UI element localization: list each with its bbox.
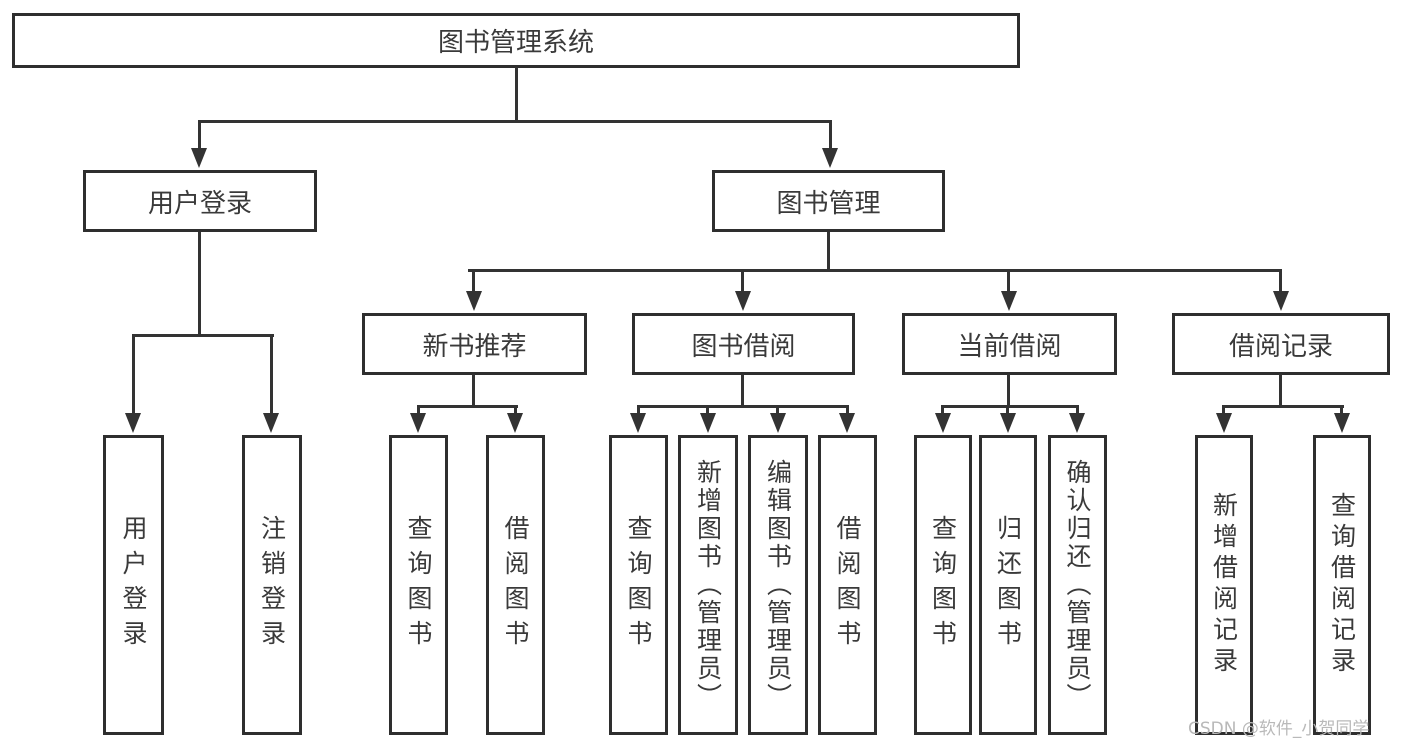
connector-stem xyxy=(417,405,420,415)
leaf-add-borrow-record-label: 新增借阅记录 xyxy=(1209,492,1239,678)
connector-stem-currentborrow xyxy=(1007,269,1010,293)
leaf-borrow-books: 借阅图书 xyxy=(818,435,877,735)
arrow-down-icon xyxy=(1000,413,1016,433)
leaf-return-books-label: 归还图书 xyxy=(993,515,1023,655)
leaf-query-books-borrowing: 查询图书 xyxy=(609,435,668,735)
connector-stem xyxy=(1006,405,1009,415)
arrow-down-icon xyxy=(822,148,838,168)
connector-stem xyxy=(1222,405,1225,415)
arrow-down-icon xyxy=(1001,291,1017,311)
node-user-login: 用户登录 xyxy=(83,170,317,232)
leaf-edit-books-admin: 编辑图书（管理员） xyxy=(748,435,808,735)
node-book-management-label: 图书管理 xyxy=(776,188,881,219)
connector-stem-leaf-logout xyxy=(270,334,273,415)
connector-stem xyxy=(514,405,517,415)
leaf-query-books-borrowing-label: 查询图书 xyxy=(624,515,653,655)
node-book-borrowing-label: 图书借阅 xyxy=(691,331,796,362)
node-user-login-label: 用户登录 xyxy=(147,188,252,219)
connector-stem xyxy=(706,405,709,415)
connector-groupB-vline xyxy=(741,374,744,408)
arrow-down-icon xyxy=(125,413,141,433)
node-root-label: 图书管理系统 xyxy=(437,28,594,58)
connector-groupD-vline xyxy=(1279,374,1282,408)
node-new-book-recommendation: 新书推荐 xyxy=(362,313,587,375)
node-borrowing-records: 借阅记录 xyxy=(1172,313,1390,375)
connector-bookmgmt-hline xyxy=(468,269,1282,272)
node-book-management: 图书管理 xyxy=(712,170,945,232)
leaf-borrow-books-recommend-label: 借阅图书 xyxy=(501,515,530,655)
leaf-user-login-label: 用户登录 xyxy=(119,515,148,655)
leaf-borrow-books-label: 借阅图书 xyxy=(833,515,862,655)
node-book-borrowing: 图书借阅 xyxy=(632,313,855,375)
leaf-edit-books-admin-label: 编辑图书（管理员） xyxy=(763,459,793,711)
connector-bookmgmt-vline xyxy=(827,232,830,272)
connector-stem xyxy=(637,405,640,415)
leaf-query-books-current-label: 查询图书 xyxy=(928,515,958,655)
leaf-confirm-return-admin: 确认归还（管理员） xyxy=(1048,435,1107,735)
connector-root-vline xyxy=(515,67,518,122)
node-current-borrowing-label: 当前借阅 xyxy=(957,331,1062,362)
arrow-down-icon xyxy=(410,413,426,433)
arrow-down-icon xyxy=(770,413,786,433)
leaf-query-books-recommend: 查询图书 xyxy=(389,435,448,735)
arrow-down-icon xyxy=(191,148,207,168)
leaf-query-borrow-record-label: 查询借阅记录 xyxy=(1327,492,1357,678)
connector-stem-user-login xyxy=(198,120,201,150)
connector-groupC-vline xyxy=(1007,374,1010,408)
leaf-user-login: 用户登录 xyxy=(103,435,164,735)
connector-stem-bookborrow xyxy=(741,269,744,293)
arrow-down-icon xyxy=(630,413,646,433)
node-new-book-recommendation-label: 新书推荐 xyxy=(422,331,527,362)
connector-stem xyxy=(1076,405,1079,415)
leaf-return-books: 归还图书 xyxy=(979,435,1037,735)
csdn-watermark: CSDN @软件_小贺同学 xyxy=(1188,719,1370,739)
connector-groupA-vline xyxy=(472,374,475,408)
connector-userlogin-hline xyxy=(132,334,274,337)
connector-stem-newbook xyxy=(472,269,475,293)
leaf-query-borrow-record: 查询借阅记录 xyxy=(1313,435,1371,735)
connector-groupD-hline xyxy=(1222,405,1344,408)
arrow-down-icon xyxy=(1334,413,1350,433)
connector-groupA-hline xyxy=(417,405,518,408)
arrow-down-icon xyxy=(735,291,751,311)
leaf-logout: 注销登录 xyxy=(242,435,302,735)
node-root-library-system: 图书管理系统 xyxy=(12,13,1020,68)
connector-stem-leaf-login xyxy=(132,334,135,415)
connector-stem xyxy=(846,405,849,415)
arrow-down-icon xyxy=(466,291,482,311)
arrow-down-icon xyxy=(935,413,951,433)
connector-groupC-hline xyxy=(942,405,1079,408)
connector-stem-borrowrecords xyxy=(1279,269,1282,293)
connector-stem-book-mgmt xyxy=(829,120,832,150)
connector-stem xyxy=(1340,405,1343,415)
connector-root-hline xyxy=(198,120,832,123)
arrow-down-icon xyxy=(507,413,523,433)
arrow-down-icon xyxy=(1273,291,1289,311)
leaf-borrow-books-recommend: 借阅图书 xyxy=(486,435,545,735)
connector-groupB-hline xyxy=(637,405,849,408)
leaf-confirm-return-admin-label: 确认归还（管理员） xyxy=(1063,459,1092,711)
leaf-query-books-recommend-label: 查询图书 xyxy=(404,515,433,655)
arrow-down-icon xyxy=(1069,413,1085,433)
leaf-add-books-admin-label: 新增图书（管理员） xyxy=(693,459,723,711)
arrow-down-icon xyxy=(1216,413,1232,433)
arrow-down-icon xyxy=(839,413,855,433)
node-borrowing-records-label: 借阅记录 xyxy=(1228,331,1333,362)
leaf-query-books-current: 查询图书 xyxy=(914,435,972,735)
connector-stem xyxy=(941,405,944,415)
arrow-down-icon xyxy=(263,413,279,433)
leaf-add-borrow-record: 新增借阅记录 xyxy=(1195,435,1253,735)
connector-userlogin-vline xyxy=(198,232,201,337)
node-current-borrowing: 当前借阅 xyxy=(902,313,1117,375)
leaf-logout-label: 注销登录 xyxy=(257,515,287,655)
arrow-down-icon xyxy=(700,413,716,433)
leaf-add-books-admin: 新增图书（管理员） xyxy=(678,435,738,735)
connector-stem xyxy=(776,405,779,415)
